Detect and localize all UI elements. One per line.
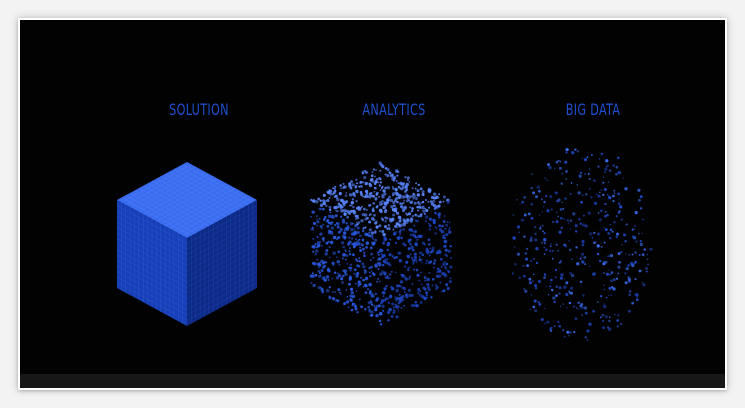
analytics-label: ANALYTICS	[362, 100, 426, 119]
big-data-cube-graphic	[511, 147, 653, 342]
solution-cube-graphic	[116, 162, 258, 326]
analytics-cube-graphic	[309, 161, 453, 326]
dark-background-panel: SOLUTION ANALYTICS BIG DATA	[20, 20, 725, 388]
solution-label: SOLUTION	[169, 100, 229, 119]
image-frame: SOLUTION ANALYTICS BIG DATA	[18, 18, 727, 390]
big-data-label: BIG DATA	[565, 100, 621, 119]
bottom-strip	[20, 374, 725, 388]
